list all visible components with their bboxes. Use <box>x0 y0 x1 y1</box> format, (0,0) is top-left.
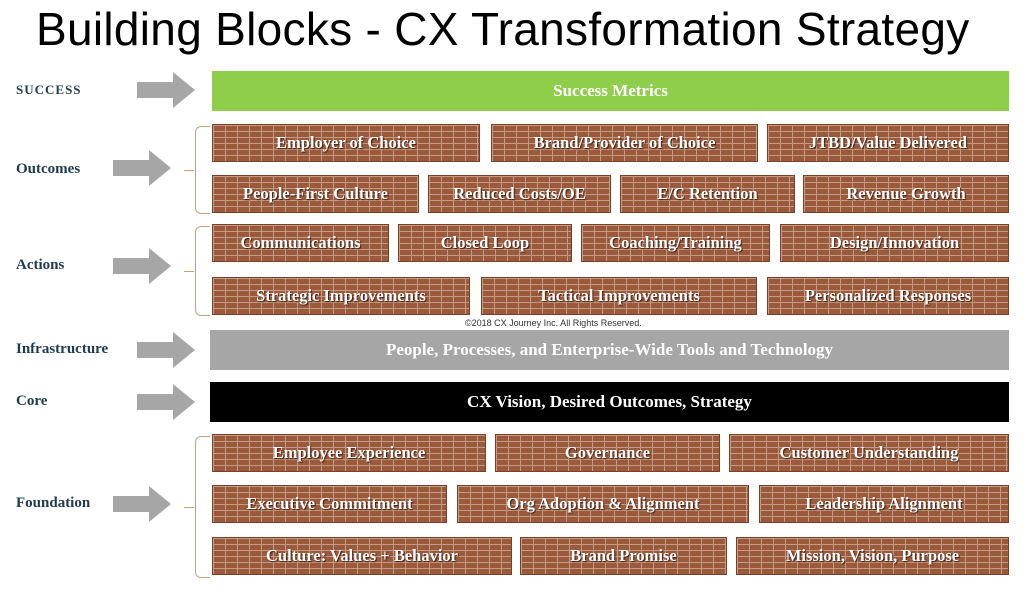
actions-bracket <box>184 226 210 316</box>
foundation-brick: Executive Commitment <box>212 485 447 523</box>
outcome-brick: JTBD/Value Delivered <box>767 124 1009 162</box>
core-bar: CX Vision, Desired Outcomes, Strategy <box>210 382 1009 422</box>
foundation-brick: Mission, Vision, Purpose <box>736 537 1009 575</box>
outcome-brick: Reduced Costs/OE <box>428 175 611 213</box>
action-brick: Coaching/Training <box>581 224 770 262</box>
success-metrics-bar: Success Metrics <box>212 71 1009 111</box>
row-label-core: Core <box>16 393 48 409</box>
foundation-brick: Employee Experience <box>212 434 486 472</box>
row-label-foundation: Foundation <box>16 495 91 511</box>
arrow-icon <box>137 332 195 368</box>
arrow-icon <box>113 486 171 522</box>
outcome-brick: E/C Retention <box>620 175 795 213</box>
foundation-brick: Org Adoption & Alignment <box>457 485 749 523</box>
arrow-icon <box>113 150 171 186</box>
outcome-brick: Brand/Provider of Choice <box>491 124 758 162</box>
action-brick: Communications <box>212 224 389 262</box>
row-label-infrastructure: Infrastructure <box>16 341 109 357</box>
action-brick: Tactical Improvements <box>481 277 757 315</box>
copyright-notice: ©2018 CX Journey Inc. All Rights Reserve… <box>465 318 642 328</box>
action-brick: Closed Loop <box>398 224 572 262</box>
outcome-brick: Revenue Growth <box>803 175 1009 213</box>
foundation-brick: Governance <box>495 434 720 472</box>
outcome-brick: Employer of Choice <box>212 124 480 162</box>
arrow-icon <box>137 384 195 420</box>
row-label-success: SUCCESS <box>16 82 82 97</box>
row-label-outcomes: Outcomes <box>16 161 81 177</box>
foundation-brick: Leadership Alignment <box>759 485 1009 523</box>
arrow-icon <box>113 248 171 284</box>
infrastructure-bar: People, Processes, and Enterprise-Wide T… <box>210 330 1009 370</box>
foundation-bracket <box>184 436 210 578</box>
row-label-actions: Actions <box>16 257 65 273</box>
foundation-brick: Culture: Values + Behavior <box>212 537 512 575</box>
foundation-brick: Brand Promise <box>520 537 727 575</box>
action-brick: Strategic Improvements <box>212 277 470 315</box>
outcome-brick: People-First Culture <box>212 175 419 213</box>
action-brick: Personalized Responses <box>767 277 1009 315</box>
outcomes-bracket <box>184 126 210 214</box>
page-title: Building Blocks - CX Transformation Stra… <box>36 3 970 55</box>
foundation-brick: Customer Understanding <box>729 434 1009 472</box>
arrow-icon <box>137 72 195 108</box>
action-brick: Design/Innovation <box>780 224 1009 262</box>
